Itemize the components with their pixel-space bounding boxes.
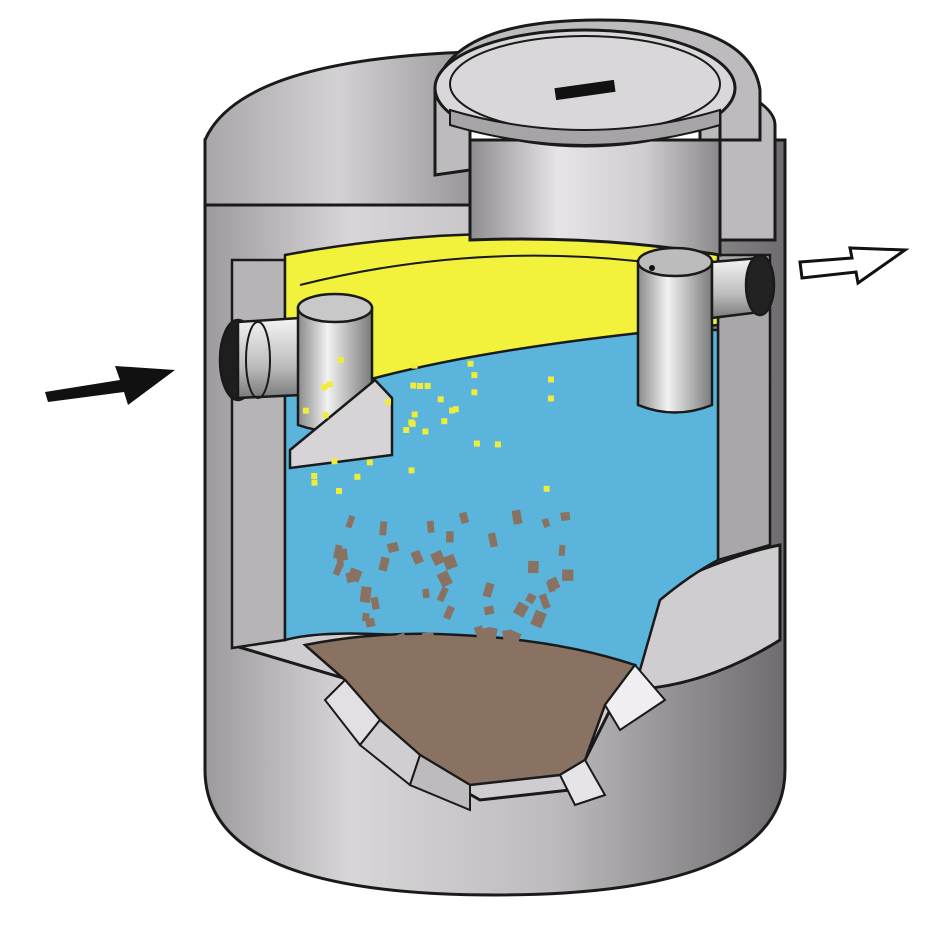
oil-droplet — [366, 459, 373, 466]
sediment-particles — [332, 509, 574, 648]
baffle — [288, 378, 394, 470]
oil-droplet — [473, 440, 480, 447]
sediment-particle — [345, 571, 356, 584]
sediment-particle — [512, 601, 530, 618]
sediment-particle — [541, 517, 551, 529]
oil-droplet — [311, 473, 318, 479]
sediment-particle — [430, 549, 446, 567]
sediment-particle — [436, 570, 453, 588]
sediment-particle — [458, 511, 470, 525]
oil-droplet — [417, 383, 424, 389]
sediment-particle — [436, 586, 449, 603]
oil-droplet — [441, 418, 448, 425]
sediment-particle — [442, 553, 458, 571]
sediment-particle — [410, 549, 424, 565]
oil-droplet — [354, 473, 361, 480]
oil-droplet — [403, 427, 410, 433]
oil-droplet — [311, 479, 318, 486]
oil-droplet — [547, 395, 554, 402]
sediment-particle — [482, 582, 495, 598]
inlet-arrow — [45, 366, 175, 405]
inlet-pipe-ring — [245, 321, 271, 399]
sediment-particle — [378, 556, 390, 572]
oil-droplets — [302, 357, 554, 494]
sediment-particle — [483, 605, 495, 616]
oil-droplet — [302, 407, 309, 414]
manhole-cover-lip — [449, 108, 721, 146]
oil-droplet — [385, 399, 391, 405]
outlet-arrow — [798, 246, 910, 286]
left-wall-cut — [230, 258, 287, 650]
sediment-particle — [511, 509, 523, 525]
oil-droplet — [326, 381, 333, 388]
sediment-particle — [386, 541, 400, 554]
sediment-particle — [426, 520, 435, 533]
oil-droplet — [449, 407, 456, 414]
sediment-particle — [422, 588, 430, 599]
sediment-particle — [443, 605, 455, 621]
oil-droplet — [408, 467, 415, 474]
sediment-particle — [478, 627, 493, 643]
sediment-particle — [396, 632, 408, 646]
outlet-pipe-opening — [744, 253, 776, 317]
oil-droplet — [336, 488, 342, 494]
sediment-particle — [530, 609, 547, 629]
hollow-arrow-right-icon — [798, 246, 910, 286]
sediment-particle — [538, 593, 551, 610]
oil-droplet — [452, 406, 459, 413]
hopper-facet-5 — [603, 663, 667, 732]
sediment-particle — [446, 531, 454, 543]
cover-slot — [554, 79, 616, 101]
outlet-vent-hole — [649, 265, 655, 271]
sediment-particle — [525, 592, 537, 605]
sediment-particle — [421, 632, 435, 648]
hopper-facet-3 — [408, 753, 471, 812]
outlet-assembly — [636, 246, 776, 414]
oil-droplet — [321, 384, 328, 391]
oil-droplet — [467, 360, 474, 367]
sediment-particle — [379, 521, 388, 536]
sediment-particle — [332, 560, 345, 577]
outlet-dip-tube — [636, 260, 714, 414]
outlet-dip-tube-top — [636, 246, 714, 278]
oil-droplet — [411, 411, 418, 418]
oil-droplet — [471, 372, 478, 379]
oil-droplet — [408, 419, 415, 426]
manhole-shaft — [468, 138, 722, 257]
sediment-particle — [558, 544, 566, 557]
oil-droplet — [437, 396, 444, 403]
sediment-particle — [560, 511, 571, 522]
oil-droplet — [424, 382, 431, 389]
oil-droplet — [543, 485, 550, 492]
inlet-assembly — [218, 292, 394, 470]
hopper-facet-4 — [558, 758, 607, 807]
sediment-particle — [506, 629, 522, 645]
oil-droplet — [411, 362, 418, 369]
oil-droplet — [471, 389, 478, 396]
oil-droplet — [422, 428, 429, 435]
sediment-particle — [345, 514, 356, 529]
oil-droplet — [322, 412, 329, 419]
oil-droplet — [337, 357, 344, 363]
oil-droplet — [548, 376, 554, 383]
oil-droplet — [494, 441, 501, 448]
sediment-particle — [527, 560, 539, 574]
sediment-particle — [359, 586, 372, 603]
oil-droplet — [410, 382, 417, 389]
sediment-particle — [546, 579, 556, 593]
inlet-tee-top — [296, 292, 374, 324]
sediment-particle — [487, 532, 498, 548]
manhole-assembly — [433, 18, 762, 257]
oil-droplet — [331, 458, 338, 465]
solid-arrow-right-icon — [45, 366, 175, 405]
sediment-particle — [370, 596, 380, 610]
shell-roof-top — [203, 50, 472, 207]
sediment-particle — [361, 612, 370, 622]
sediment-particle — [562, 569, 574, 581]
